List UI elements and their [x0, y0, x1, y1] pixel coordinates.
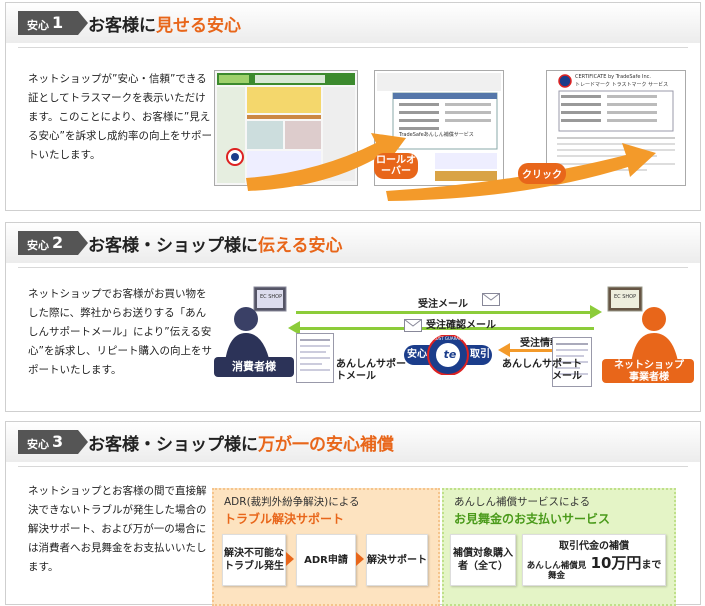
- comp-detail: 取引代金の補償 あんしん補償見舞金 10万円 まで: [522, 534, 666, 586]
- rollover-arrow: [246, 133, 406, 191]
- adr-step-2: ADR申請: [296, 534, 356, 586]
- section-badge: 安心 2: [18, 231, 88, 255]
- section-title: お客様・ショップ様に伝える安心: [88, 231, 343, 256]
- section-anshin-3: 安心 3 お客様・ショップ様に万が一の安心補償 ネットショップとお客様の間で直接…: [5, 421, 701, 606]
- seal-left-label: 安心: [407, 349, 427, 360]
- support-mail-document-right: [552, 337, 592, 387]
- arrow-right-icon: [286, 552, 294, 566]
- section-header: [6, 3, 700, 43]
- flow-arrows: [246, 133, 656, 201]
- shop-figure: [602, 286, 694, 383]
- consumer-monitor-label: EC SHOP: [260, 294, 283, 300]
- comp-heading-1: あんしん補償サービスによる: [454, 496, 591, 508]
- order-mail-label: 受注メール: [418, 299, 468, 310]
- arrow-right-icon: [356, 552, 364, 566]
- comp-title: 取引代金の補償: [559, 540, 629, 552]
- adr-box: ADR(裁判外紛争解決)による トラブル解決サポート 解決不可能なトラブル発生 …: [212, 488, 440, 606]
- divider: [18, 267, 688, 268]
- section-description: ネットショップでお客様がお買い物をした際に、弊社からお送りする「あんしんサポート…: [28, 288, 212, 376]
- divider: [18, 466, 688, 467]
- order-info-line: [506, 349, 592, 352]
- title-text: お客様・ショップ様に: [88, 435, 258, 455]
- confirm-mail-line: [298, 327, 594, 330]
- comp-heading-2: お見舞金のお支払いサービス: [454, 512, 611, 526]
- section-title: お客様に見せる安心: [88, 11, 241, 36]
- section-header: [6, 422, 700, 462]
- certificate-subtitle: トレードマーク トラストマーク サービス: [575, 82, 669, 88]
- title-highlight: 見せる安心: [156, 16, 241, 36]
- title-text: お客様・ショップ様に: [88, 236, 258, 256]
- consumer-figure: [214, 286, 294, 377]
- section-badge: 安心 1: [18, 11, 88, 35]
- comp-amount: 10万円: [590, 553, 642, 572]
- mail-icon: [404, 319, 422, 332]
- badge-label: 安心: [27, 438, 49, 451]
- arrow-right-icon: [590, 305, 602, 319]
- order-mail-line: [296, 311, 592, 314]
- adr-heading-2: トラブル解決サポート: [224, 512, 345, 526]
- section-description: ネットショップが”安心・信頼”できる証としてトラスマークを表示いただけます。この…: [28, 73, 212, 161]
- trust-seal: [404, 335, 492, 375]
- certificate-title: CERTIFICATE by TradeSafe Inc.: [575, 74, 652, 80]
- comp-sub: あんしん補償見舞金: [526, 560, 587, 581]
- seal-center-label: te: [443, 348, 457, 361]
- seal-ring-label: TRUST GUARANTEE: [430, 336, 470, 341]
- section-header: [6, 223, 700, 263]
- compensation-box: あんしん補償サービスによる お見舞金のお支払いサービス 補償対象購入者（全て） …: [442, 488, 676, 606]
- comp-suffix: まで: [641, 559, 662, 571]
- comp-target: 補償対象購入者（全て）: [450, 534, 516, 586]
- click-arrow: [386, 143, 656, 201]
- badge-number: 3: [52, 432, 64, 451]
- order-info-label: 受注情報: [520, 338, 560, 349]
- adr-step-3: 解決サポート: [366, 534, 428, 586]
- consumer-label: 消費者様: [232, 360, 276, 373]
- title-highlight: 伝える安心: [258, 236, 343, 256]
- section-anshin-2: 安心 2 お客様・ショップ様に伝える安心 ネットショップでお客様がお買い物をした…: [5, 222, 701, 412]
- badge-number: 1: [52, 13, 64, 32]
- support-mail-document-left: [296, 333, 334, 383]
- adr-heading-1: ADR(裁判外紛争解決)による: [224, 496, 360, 508]
- arrow-left-icon: [288, 321, 300, 335]
- badge-label: 安心: [27, 239, 49, 252]
- title-text: お客様に: [88, 16, 156, 36]
- shop-monitor-label: EC SHOP: [614, 294, 637, 300]
- mail-icon: [482, 293, 500, 306]
- seal-right-label: 取引: [470, 349, 490, 360]
- section-badge: 安心 3: [18, 430, 88, 454]
- section-anshin-1: 安心 1 お客様に見せる安心 ネットショップが”安心・信頼”できる証としてトラス…: [5, 2, 701, 211]
- adr-step-1: 解決不可能なトラブル発生: [222, 534, 286, 586]
- confirm-mail-label: 受注確認メール: [426, 320, 496, 331]
- section-title: お客様・ショップ様に万が一の安心補償: [88, 430, 394, 455]
- support-mail-right-label: あんしんサポートメール: [502, 359, 582, 382]
- popup-title: TradeSafeあんしん補償サービス: [399, 132, 474, 138]
- support-mail-left-label: あんしんサポートメール: [336, 359, 406, 382]
- shop-label: ネットショップ事業者様: [614, 360, 684, 383]
- badge-number: 2: [52, 233, 64, 252]
- title-highlight: 万が一の安心補償: [258, 435, 394, 455]
- arrow-left-icon: [498, 343, 510, 357]
- divider: [18, 47, 688, 48]
- section-description: ネットショップとお客様の間で直接解決できないトラブルが発生した場合の解決サポート…: [28, 485, 207, 573]
- click-label: クリック: [518, 163, 566, 184]
- rollover-label: ロールオーバー: [374, 153, 418, 179]
- badge-label: 安心: [27, 19, 49, 32]
